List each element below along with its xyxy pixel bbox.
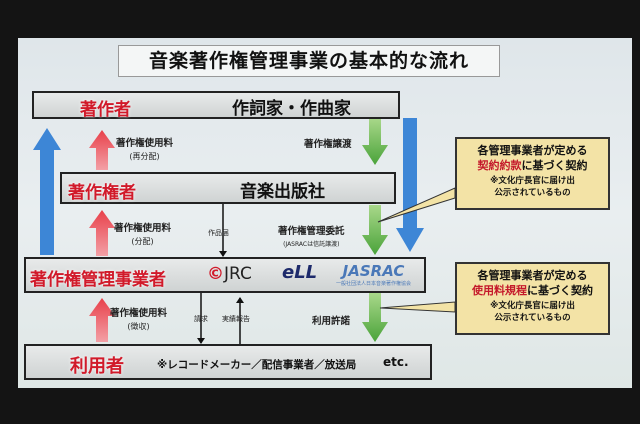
billing-label: 請求 [194,315,208,323]
red-up-arrow [89,298,115,342]
royalty-redistribution-label: 著作権使用料(再分配) [116,138,174,161]
red-up-arrow [89,210,115,256]
holder-entity: 音楽出版社 [240,182,325,202]
row-user [24,344,432,380]
blue-up-arrow [33,128,61,255]
author-entity: 作詞家・作曲家 [232,99,351,119]
license-label: 利用許諾 [312,316,351,327]
callout-pointer [379,301,456,313]
manager-role: 著作権管理事業者 [30,270,166,290]
holder-role: 著作権者 [68,183,136,203]
red-up-arrow [89,130,115,170]
user-role: 利用者 [70,356,124,377]
row-holder [60,172,396,204]
row-author [32,91,400,119]
report-label: 実績報告 [222,315,250,323]
transfer-label: 著作権譲渡 [304,139,352,150]
works-notice-label: 作品届 [208,229,229,237]
author-role: 著作者 [80,100,131,120]
jasrac-logo: JASRAC 一般社団法人日本音楽著作権協会 [336,262,412,287]
blue-down-arrow [396,118,424,252]
copyright-icon: © [207,264,224,284]
elicense-logo: eLL [282,262,318,283]
callout-royalty-rules: 各管理事業者が定める 使用料規程に基づく契約 ※文化庁長官に届け出公示されている… [455,262,610,335]
row-manager [24,257,426,293]
user-examples: ※レコードメーカー／配信事業者／放送局 [157,359,357,371]
green-down-arrow [362,118,388,165]
jrc-logo: ©JRC [207,264,252,284]
entrust-label: 著作権管理委託(JASRACは信託譲渡) [278,226,345,248]
royalty-distribution-label: 著作権使用料(分配) [114,223,172,246]
green-down-arrow [362,205,388,255]
slide-title: 音楽著作権管理事業の基本的な流れ [118,45,500,77]
royalty-collection-label: 著作権使用料(徴収) [110,308,168,331]
green-down-arrow [362,293,388,342]
user-etc: etc. [383,355,409,369]
callout-contract-terms: 各管理事業者が定める 契約約款に基づく契約 ※文化庁長官に届け出公示されているも… [455,137,610,210]
